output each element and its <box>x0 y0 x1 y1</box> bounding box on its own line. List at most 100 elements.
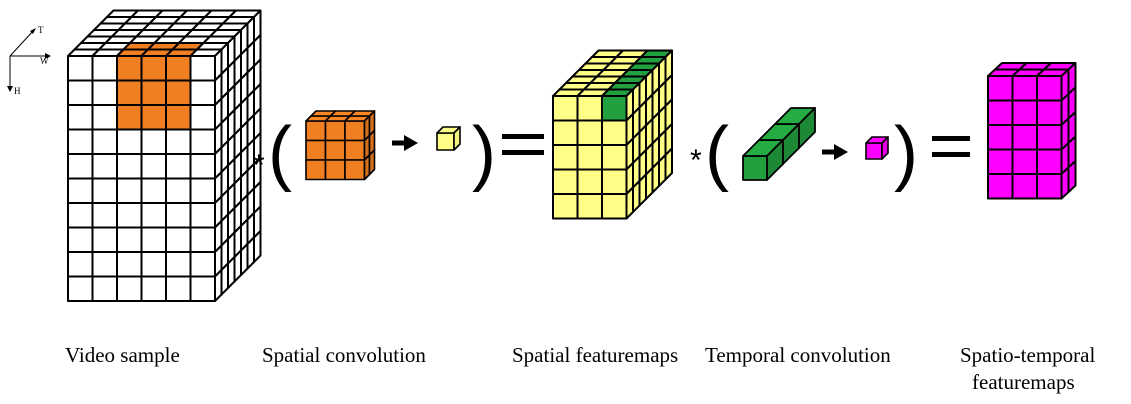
right-paren-2: ) <box>894 113 918 193</box>
voxel-side-face <box>253 230 262 263</box>
voxel-front-face <box>576 193 603 220</box>
caption-spatial-featuremaps: Spatial featuremaps <box>512 343 679 367</box>
voxel-front-face <box>189 275 216 302</box>
caption-spatio-temporal-line1: Spatio-temporal <box>960 343 1096 367</box>
voxel-front-face <box>189 128 216 155</box>
voxel-front-face <box>91 55 118 82</box>
voxel-side-face <box>453 126 461 151</box>
voxel-front-face <box>601 168 628 195</box>
voxel-front-face <box>116 128 143 155</box>
voxel-front-face <box>1011 148 1038 175</box>
voxel-front-face <box>189 226 216 253</box>
voxel-front-face <box>987 148 1014 175</box>
voxel-front-face <box>140 79 167 106</box>
voxel-front-face <box>576 168 603 195</box>
voxel-front-face <box>344 139 366 161</box>
voxel-front-face <box>305 139 327 161</box>
voxel-front-face <box>305 120 327 142</box>
voxel-front-face <box>601 95 628 122</box>
voxel-front-face <box>576 95 603 122</box>
voxel-front-face <box>189 177 216 204</box>
voxel-front-face <box>165 251 192 278</box>
voxel-side-face <box>798 107 816 149</box>
voxel-front-face <box>189 153 216 180</box>
voxel-front-face <box>305 159 327 181</box>
voxel-front-face <box>742 155 768 181</box>
voxel-front-face <box>140 104 167 131</box>
voxel-front-face <box>91 202 118 229</box>
voxel-front-face <box>67 226 94 253</box>
voxel-front-face <box>1011 75 1038 102</box>
voxel-front-face <box>116 79 143 106</box>
equals-sign-1 <box>502 134 544 155</box>
video-sample-volume <box>67 9 262 302</box>
voxel-front-face <box>165 104 192 131</box>
voxel-front-face <box>324 159 346 181</box>
voxel-front-face <box>987 173 1014 200</box>
voxel-front-face <box>140 153 167 180</box>
voxel-front-face <box>165 153 192 180</box>
voxel-front-face <box>67 153 94 180</box>
voxel-front-face <box>91 177 118 204</box>
voxel-front-face <box>1036 99 1063 126</box>
voxel-front-face <box>116 104 143 131</box>
voxel-front-face <box>189 202 216 229</box>
voxel-front-face <box>552 193 579 220</box>
voxel-front-face <box>165 128 192 155</box>
operators: * ( ) * ( ) <box>253 113 970 193</box>
voxel-front-face <box>987 99 1014 126</box>
voxel-front-face <box>552 119 579 146</box>
voxel-front-face <box>67 202 94 229</box>
voxel-front-face <box>189 79 216 106</box>
voxel-front-face <box>91 226 118 253</box>
voxel-front-face <box>140 177 167 204</box>
axis-label-w: W <box>40 56 49 66</box>
voxel-front-face <box>324 120 346 142</box>
voxel-front-face <box>165 275 192 302</box>
spatial-output-voxel <box>436 126 461 151</box>
voxel-front-face <box>324 139 346 161</box>
equals-sign-2 <box>932 136 970 157</box>
spatio-temporal-featuremaps-volume <box>987 62 1077 200</box>
voxel-front-face <box>165 55 192 82</box>
voxel-front-face <box>67 128 94 155</box>
voxel-front-face <box>601 144 628 171</box>
voxel-front-face <box>67 79 94 106</box>
voxel-front-face <box>91 104 118 131</box>
caption-temporal-convolution: Temporal convolution <box>705 343 891 367</box>
voxel-front-face <box>116 202 143 229</box>
voxel-front-face <box>576 119 603 146</box>
voxel-front-face <box>1036 148 1063 175</box>
voxel-front-face <box>552 168 579 195</box>
voxel-front-face <box>91 251 118 278</box>
voxel-front-face <box>91 275 118 302</box>
voxel-front-face <box>189 55 216 82</box>
voxel-front-face <box>344 120 366 142</box>
voxel-front-face <box>67 275 94 302</box>
voxel-side-face <box>881 136 889 160</box>
voxel-front-face <box>1011 124 1038 151</box>
voxel-front-face <box>67 177 94 204</box>
voxel-side-face <box>368 149 376 176</box>
voxel-front-face <box>552 95 579 122</box>
voxel-front-face <box>116 226 143 253</box>
voxel-side-face <box>664 147 673 181</box>
voxel-front-face <box>576 144 603 171</box>
voxel-front-face <box>1011 173 1038 200</box>
maps-to-arrow-1 <box>392 135 418 151</box>
voxel-front-face <box>116 275 143 302</box>
voxel-front-face <box>116 153 143 180</box>
voxel-front-face <box>116 251 143 278</box>
caption-spatial-convolution: Spatial convolution <box>262 343 426 367</box>
voxel-front-face <box>344 159 366 181</box>
voxel-front-face <box>189 251 216 278</box>
right-paren-1: ) <box>472 113 496 193</box>
voxel-front-face <box>67 251 94 278</box>
convolution-operator-2: * <box>690 144 702 177</box>
spatial-featuremaps-volume <box>552 49 673 220</box>
voxel-front-face <box>601 193 628 220</box>
voxel-front-face <box>91 128 118 155</box>
voxel-front-face <box>91 153 118 180</box>
voxel-side-face <box>1060 166 1070 200</box>
